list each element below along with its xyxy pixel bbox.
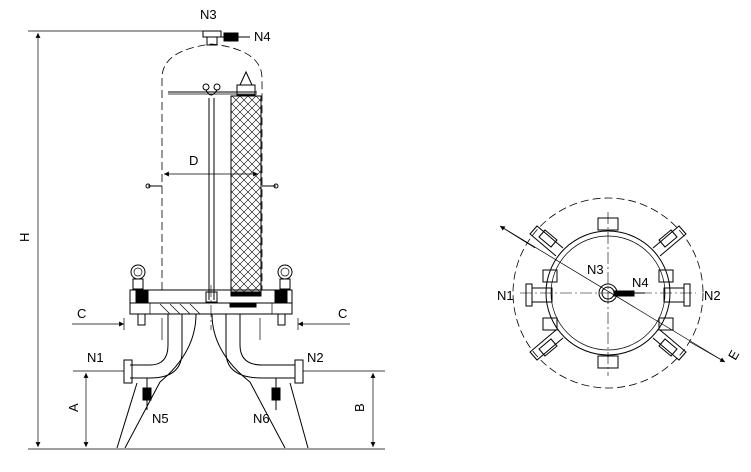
side-nozzles: N1 N2 [497,283,721,307]
label-n1-top: N1 [497,288,514,303]
bottom-flange [129,285,293,330]
dimension-h: H [17,30,385,450]
support-legs [529,225,687,361]
label-n3-side: N3 [200,7,217,22]
dimension-b-label: B [352,403,367,412]
side-view: H N3 N4 [17,7,385,450]
dimension-a-label: A [66,403,81,412]
center-rod [202,83,221,303]
label-e: E [725,347,742,362]
drain-valves: N5 N6 [142,378,281,426]
dimension-c-left-label: C [77,306,86,321]
label-n4-side: N4 [254,29,271,44]
label-n5: N5 [152,411,169,426]
label-n2-top: N2 [704,288,721,303]
lifting-eyes [130,264,293,290]
label-n2-side: N2 [307,350,324,365]
dimension-d: D [164,153,258,177]
dimension-c-right-label: C [338,306,347,321]
dimension-b: B [303,370,385,447]
vessel-shell [161,43,263,290]
dimension-h-label: H [17,233,32,242]
bolt-clamps [542,217,674,369]
label-n6: N6 [253,411,270,426]
dimension-d-label: D [189,153,198,168]
filter-cartridge [230,70,262,297]
label-n3-top: N3 [587,262,604,277]
piping [116,313,309,449]
top-view: N1 N2 N3 N4 E [497,197,742,389]
dimension-a: A [66,370,124,447]
label-n1-side: N1 [87,350,104,365]
top-nozzle: N3 N4 [200,7,271,46]
center-nozzle: N3 N4 [587,262,649,303]
label-n4-top: N4 [632,275,649,290]
dimension-c: C C [72,306,350,340]
